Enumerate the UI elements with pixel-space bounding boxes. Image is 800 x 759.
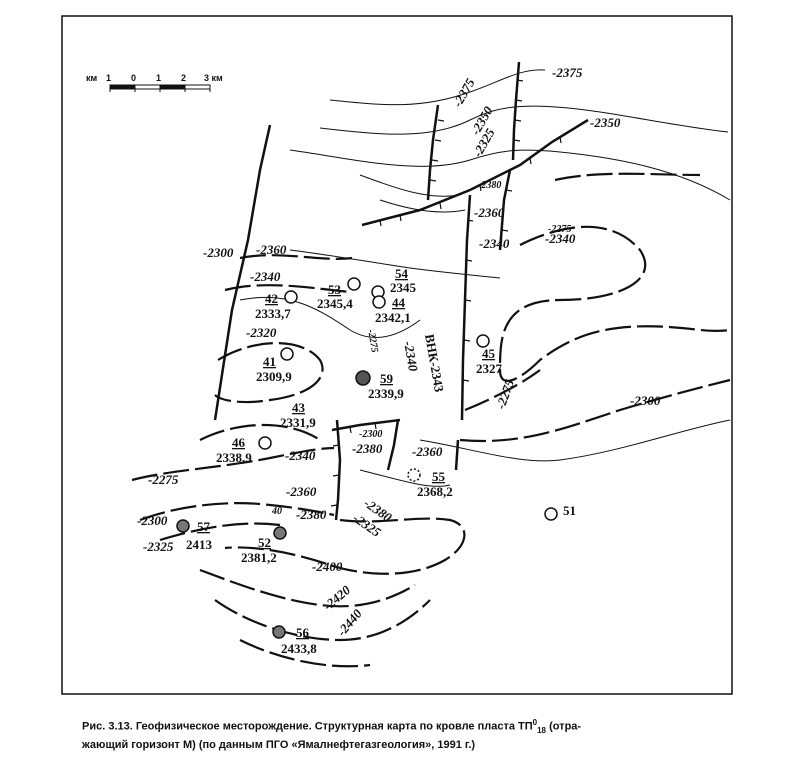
- contour-label: -2340: [285, 448, 316, 463]
- well-52-marker: [273, 526, 287, 540]
- scale-tick: 1: [156, 73, 161, 83]
- contour-label: -2360: [256, 242, 287, 257]
- well-value: 2413: [186, 537, 213, 552]
- well-44-marker: [372, 295, 386, 309]
- well-id: 55: [432, 469, 446, 484]
- well-id: 57: [197, 519, 211, 534]
- well-id: 53: [328, 282, 342, 297]
- well-labels: 53 2345,4 54 2345 44 2342,1 42 2333,7 41…: [186, 266, 576, 656]
- caption-text: (отра-: [546, 720, 582, 733]
- well-59-marker: [355, 370, 371, 386]
- well-51-marker: [544, 507, 558, 521]
- caption-sub: 18: [537, 725, 547, 735]
- well-53-marker: [347, 277, 361, 291]
- contour-label: -2340: [250, 269, 281, 284]
- thin-contours: [239, 69, 731, 487]
- contour-label: -2350: [590, 115, 621, 130]
- well-value: 2345: [390, 280, 417, 295]
- contour-label: -2360: [474, 205, 505, 220]
- scale-tick: 2: [181, 73, 186, 83]
- well-value: 2368,2: [417, 484, 453, 499]
- contour-label: -2375: [552, 65, 583, 80]
- well-value: 2342,1: [375, 310, 411, 325]
- contour-label: -2380: [478, 180, 501, 191]
- contour-label: -2360: [412, 444, 443, 459]
- caption-line-2: жающий горизонт М) (по данным ПГО «Ямалн…: [82, 738, 476, 751]
- contour-label: -2275: [548, 224, 571, 235]
- structural-map: км 1 0 1 2 3 км: [61, 15, 733, 695]
- contour-label: -2320: [246, 325, 277, 340]
- well-id: 54: [395, 266, 409, 281]
- well-41-marker: [280, 347, 294, 361]
- contour-label: -2340: [479, 236, 510, 251]
- map-border: [61, 15, 733, 695]
- well-57-marker: [176, 519, 190, 533]
- well-markers: [176, 277, 558, 639]
- well-42-marker: [284, 290, 298, 304]
- well-value: 2333,7: [255, 306, 291, 321]
- well-id: 42: [265, 291, 278, 306]
- well-56-marker: [272, 625, 286, 639]
- contour-label: -2420: [320, 582, 353, 613]
- contour-label: -2300: [203, 245, 234, 260]
- well-value: 2345,4: [317, 296, 353, 311]
- contour-label: -2300: [630, 393, 661, 408]
- well-id: 44: [392, 295, 406, 310]
- contour-label: -2360: [286, 484, 317, 499]
- contour-label: -2375: [450, 75, 478, 109]
- well-45-marker: [476, 334, 490, 348]
- well-value: 2381,2: [241, 550, 277, 565]
- contour-label: -2275: [493, 377, 518, 411]
- contour-label: -2275: [365, 329, 380, 354]
- well-value: 2338,9: [216, 450, 252, 465]
- contour-label: -2440: [334, 606, 365, 639]
- well-46-marker: [258, 436, 272, 450]
- contour-label: -2325: [143, 539, 174, 554]
- well-id: 51: [563, 503, 576, 518]
- contour-label: -2300: [359, 429, 382, 440]
- caption-sup: 0: [532, 718, 538, 727]
- fault-ticks: [330, 79, 562, 507]
- well-55-marker: [407, 468, 421, 482]
- fault-lines: [213, 61, 589, 521]
- contour-label: -2300: [137, 513, 168, 528]
- scale-unit-label: км: [86, 73, 98, 83]
- well-value: 2327: [476, 361, 503, 376]
- well-id: 45: [482, 346, 496, 361]
- contour-label: -2400: [312, 559, 343, 574]
- contour-labels: -2375 -2375 -2350 -2350 -2325 -2380 -236…: [137, 65, 661, 639]
- contour-label: -2340: [545, 231, 576, 246]
- well-id: 43: [292, 400, 306, 415]
- scale-bar: км 1 0 1 2 3 км: [86, 73, 223, 92]
- scale-tick: 0: [131, 73, 136, 83]
- contour-label: -2380: [352, 441, 383, 456]
- scale-tick: 3 км: [204, 73, 223, 83]
- figure-caption: Рис. 3.13. Геофизическое месторождение. …: [82, 716, 752, 752]
- caption-text: Рис. 3.13. Геофизическое месторождение. …: [82, 720, 533, 733]
- well-id: 52: [258, 535, 271, 550]
- well-value: 2433,8: [281, 641, 317, 656]
- scale-tick: 1: [106, 73, 111, 83]
- caption-line-1: Рис. 3.13. Геофизическое месторождение. …: [82, 716, 752, 738]
- well-id: 41: [263, 354, 276, 369]
- well-value: 2331,9: [280, 415, 316, 430]
- well-id: 59: [380, 371, 394, 386]
- contour-label: -2380: [296, 507, 327, 522]
- contour-label: 40: [271, 506, 282, 517]
- contour-label: -2275: [148, 472, 179, 487]
- contour-label: -2340: [401, 340, 421, 373]
- well-id: 56: [296, 625, 310, 640]
- well-id: 46: [232, 435, 246, 450]
- vnk-label: ВНК-2343: [422, 333, 447, 394]
- main-contours: [131, 172, 733, 668]
- well-value: 2309,9: [256, 369, 292, 384]
- well-value: 2339,9: [368, 386, 404, 401]
